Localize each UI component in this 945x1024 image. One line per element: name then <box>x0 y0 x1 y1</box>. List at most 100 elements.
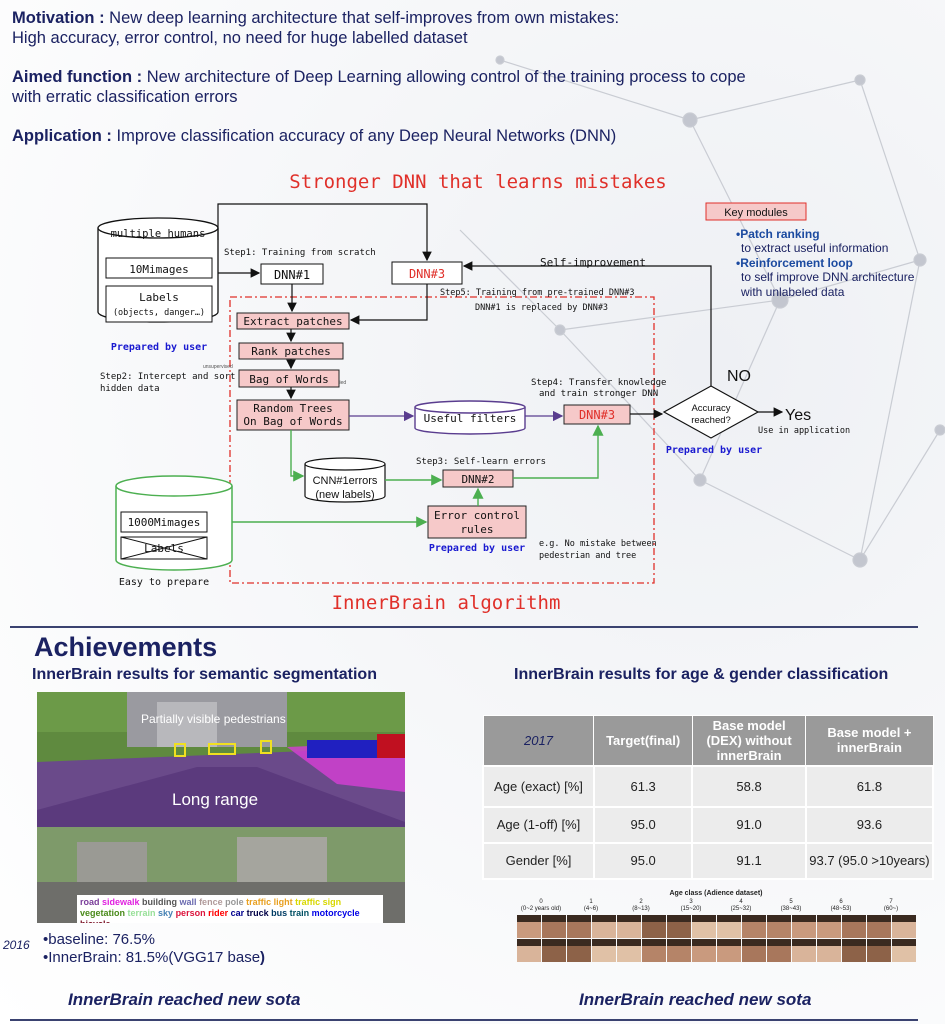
age-class-range: (4~6) <box>583 906 599 912</box>
face-thumbnail <box>792 939 816 962</box>
legend-entry: fence <box>199 897 226 907</box>
age-class-range: (38~43) <box>780 906 802 912</box>
age-class-number: 4 <box>739 899 743 905</box>
cell: 61.8 <box>804 764 935 808</box>
age-class-number: 7 <box>889 899 893 905</box>
km-reinf-desc-2: with unlabeled data <box>740 285 845 299</box>
cell: 93.6 <box>804 805 935 844</box>
seg-label-pedestrians: Partially visible pedestrians <box>141 712 286 726</box>
face-thumbnail <box>542 915 566 938</box>
row-label: Age (1-off) [%] <box>482 805 595 844</box>
age-class-column: 4(25~32) <box>716 899 766 962</box>
age-class-column: 0(0~2 years old) <box>516 899 566 962</box>
face-thumbnail <box>842 939 866 962</box>
age-class-column: 6(48~53) <box>816 899 866 962</box>
application-label: Application : <box>12 127 112 145</box>
legend-entry: rider <box>208 908 231 918</box>
legend-entry: bicycle <box>80 919 111 923</box>
age-class-range: (15~20) <box>680 906 702 912</box>
age-class-number: 3 <box>689 899 693 905</box>
accuracy-line-1: Accuracy <box>691 403 730 414</box>
legend-entry: train <box>289 908 312 918</box>
cell: 93.7 (95.0 >10years) <box>804 841 935 880</box>
application-section: Application : Improve classification acc… <box>12 126 912 146</box>
face-thumbnail <box>892 939 916 962</box>
table-row: Age (exact) [%] 61.3 58.8 61.8 <box>482 764 935 808</box>
face-thumbnail <box>592 939 616 962</box>
random-trees-line-2: On Bag of Words <box>243 415 342 428</box>
self-improvement-label: Self-improvement <box>540 256 646 269</box>
age-class-column: 5(38~43) <box>766 899 816 962</box>
cell: 91.0 <box>691 805 807 844</box>
age-class-column: 2(8~13) <box>616 899 666 962</box>
seg-label-long-range: Long range <box>172 790 259 809</box>
dnn2-label: DNN#2 <box>461 473 494 486</box>
accuracy-prepared-by-user: Prepared by user <box>666 445 762 456</box>
db1-caption: Prepared by user <box>111 342 207 353</box>
achievements-heading: Achievements <box>34 632 218 662</box>
face-thumbnail <box>517 915 541 938</box>
km-patch-title: •Patch ranking <box>736 227 820 241</box>
db2-labels-label: Labels <box>144 542 184 555</box>
cell: 61.3 <box>592 764 694 808</box>
legend-entry: person <box>175 908 209 918</box>
db1-labels-sub: (objects, danger…) <box>113 308 205 318</box>
face-thumbnail <box>567 939 591 962</box>
cell: 95.0 <box>592 841 694 880</box>
sota-left: InnerBrain reached new sota <box>68 990 301 1009</box>
face-thumbnail <box>817 915 841 938</box>
section-divider-bottom <box>10 1019 918 1021</box>
km-reinf-title: •Reinforcement loop <box>736 256 853 270</box>
innerbrain-boundary <box>229 296 655 584</box>
key-modules-box <box>705 202 807 221</box>
db1-labels-label: Labels <box>139 291 179 304</box>
age-class-number: 1 <box>589 899 593 905</box>
face-thumbnail <box>742 915 766 938</box>
age-class-number: 6 <box>839 899 843 905</box>
face-thumbnail <box>767 939 791 962</box>
unsupervised-note: unsupervised <box>203 364 233 370</box>
sota-right: InnerBrain reached new sota <box>579 990 812 1009</box>
error-control-line-1: Error control <box>434 509 520 522</box>
legend-entry: traffic <box>246 897 274 907</box>
diagram-subtitle: InnerBrain algorithm <box>332 592 561 614</box>
face-thumbnail <box>867 939 891 962</box>
db1-images-box <box>105 257 213 279</box>
error-control-box <box>427 505 527 539</box>
km-reinf-desc-1: to self improve DNN architecture <box>741 270 915 284</box>
legend-entry: motorcycle <box>311 908 360 918</box>
legend-entry: traffic <box>295 897 323 907</box>
km-patch-desc: to extract useful information <box>741 241 888 255</box>
face-thumbnail <box>842 915 866 938</box>
cnn-errors-line-2: (new labels) <box>315 489 374 501</box>
legend-entry: terrain <box>127 908 159 918</box>
cell: 91.1 <box>691 841 807 880</box>
legend-entry: sky <box>158 908 176 918</box>
segmentation-image: Partially visible pedestrians Long range… <box>37 692 405 923</box>
face-thumbnail <box>742 939 766 962</box>
face-thumbnail <box>692 939 716 962</box>
rank-patches-label: Rank patches <box>251 345 330 358</box>
step5-line-2: DNN#1 is replaced by DNN#3 <box>475 303 608 313</box>
age-class-number: 2 <box>639 899 643 905</box>
step3-label: Step3: Self-learn errors <box>416 457 546 467</box>
face-thumbnail <box>642 915 666 938</box>
db2-images-label: 1000Mimages <box>128 516 201 529</box>
face-thumbnail <box>767 915 791 938</box>
error-control-line-2: rules <box>460 523 493 536</box>
db2-caption: Easy to prepare <box>119 577 209 588</box>
age-class-column: 1(4~6) <box>566 899 616 962</box>
database-multiple-humans: multiple humans 10Mimages Labels (object… <box>97 217 219 323</box>
random-trees-box <box>236 399 350 431</box>
table-header-base: Base model (DEX) without innerBrain <box>691 715 807 766</box>
year-2016: 2016 <box>3 938 30 952</box>
table-header-target: Target(final) <box>593 715 693 766</box>
step5-line-1: Step5: Training from pre-trained DNN#3 <box>440 288 634 298</box>
example-line-1: e.g. No mistake between <box>539 539 657 549</box>
face-thumbnail <box>717 915 741 938</box>
useful-filters-store: Useful filters <box>414 400 526 435</box>
age-class-strip: 0(0~2 years old)1(4~6)2(8~13)3(15~20)4(2… <box>516 899 916 967</box>
aimed-line-2: with erratic classification errors <box>12 88 238 106</box>
legend-entry: building <box>142 897 180 907</box>
